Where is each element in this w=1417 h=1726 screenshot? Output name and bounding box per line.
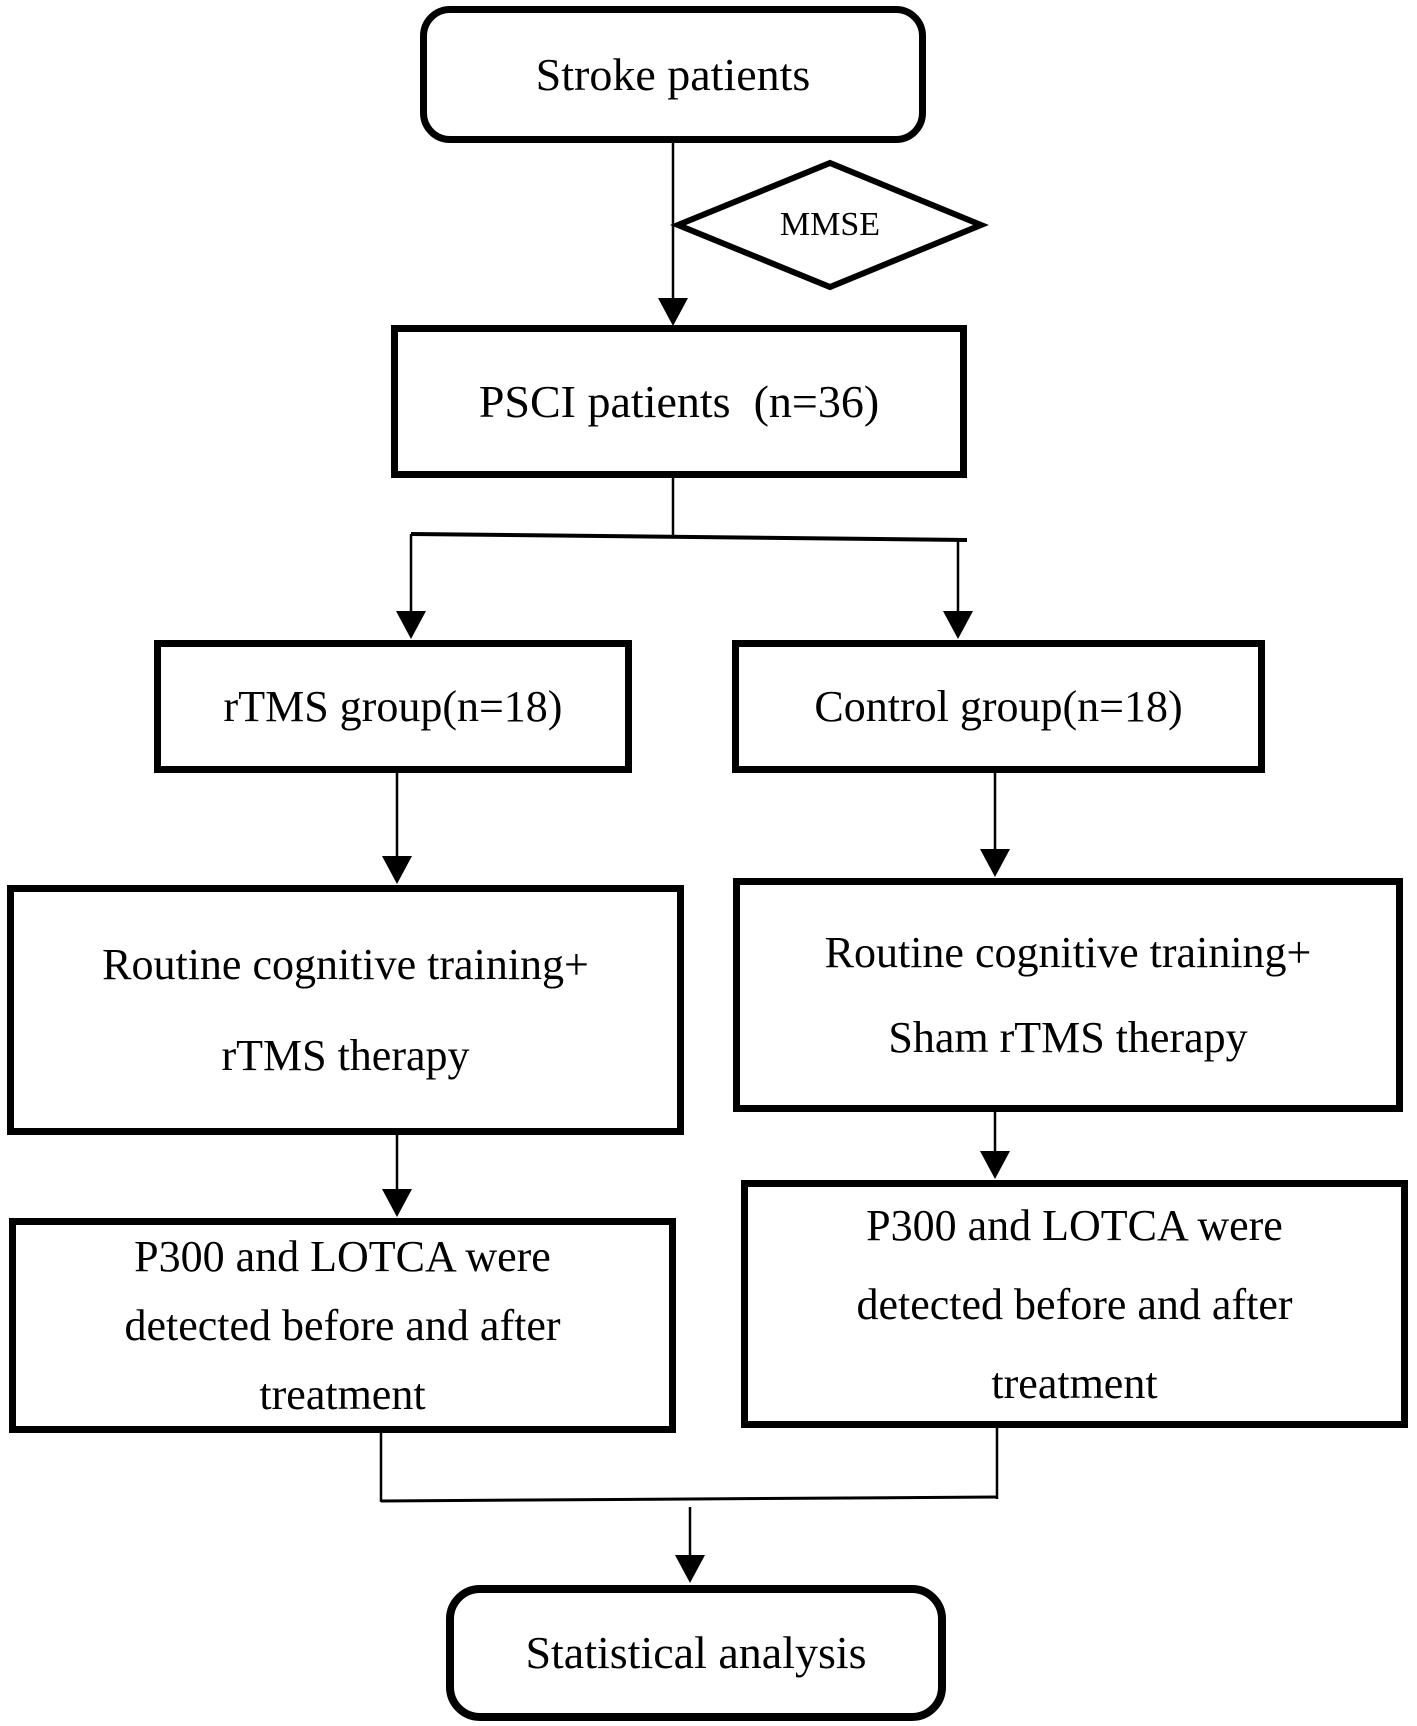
- node-control-outcome-line2: detected before and after: [856, 1279, 1293, 1329]
- node-stroke-patients-label: Stroke patients: [535, 48, 811, 100]
- node-control-group-label: Control group(n=18): [814, 682, 1183, 731]
- node-control-treatment-lines: Routine cognitive training+ Sham rTMS th…: [825, 925, 1312, 1065]
- node-control-treatment: Routine cognitive training+ Sham rTMS th…: [733, 878, 1403, 1112]
- arrow-rtms-group-to-treatment-head: [382, 856, 412, 884]
- node-rtms-outcome-line1: P300 and LOTCA were: [134, 1232, 551, 1281]
- connector-merge-bar: [380, 1495, 998, 1503]
- node-control-treatment-line1: Routine cognitive training+: [824, 928, 1312, 977]
- node-rtms-group: rTMS group(n=18): [154, 640, 632, 773]
- arrow-rtms-treatment-to-outcome-head: [382, 1189, 412, 1217]
- arrow-stroke-to-psci-head: [658, 298, 688, 326]
- node-control-group: Control group(n=18): [732, 640, 1265, 773]
- node-psci-patients-label: PSCI patients (n=36): [478, 375, 880, 427]
- arrow-split-to-control-head: [943, 611, 973, 639]
- node-stroke-patients: Stroke patients: [420, 6, 926, 143]
- node-statistical-analysis-label: Statistical analysis: [525, 1627, 867, 1679]
- arrow-split-to-rtms-head: [396, 611, 426, 639]
- arrow-control-treatment-to-outcome-head: [980, 1151, 1010, 1179]
- node-rtms-group-label: rTMS group(n=18): [223, 682, 563, 731]
- node-control-outcome-line3: treatment: [991, 1358, 1158, 1408]
- node-psci-patients: PSCI patients (n=36): [391, 325, 967, 478]
- node-control-outcome-line1: P300 and LOTCA were: [866, 1200, 1283, 1250]
- node-statistical-analysis: Statistical analysis: [446, 1585, 946, 1721]
- node-rtms-treatment-lines: Routine cognitive training+ rTMS therapy: [102, 937, 589, 1083]
- node-control-outcome-lines: P300 and LOTCA were detected before and …: [856, 1198, 1292, 1411]
- node-rtms-treatment: Routine cognitive training+ rTMS therapy: [7, 885, 684, 1135]
- arrow-control-group-to-treatment-head: [980, 849, 1010, 877]
- node-rtms-outcome-lines: P300 and LOTCA were detected before and …: [124, 1229, 560, 1422]
- node-control-outcome: P300 and LOTCA were detected before and …: [741, 1180, 1408, 1428]
- node-control-treatment-line2: Sham rTMS therapy: [888, 1013, 1248, 1062]
- node-rtms-treatment-line1: Routine cognitive training+: [102, 940, 589, 989]
- arrow-merge-to-statistical-head: [675, 1555, 705, 1583]
- node-rtms-treatment-line2: rTMS therapy: [221, 1031, 470, 1080]
- node-rtms-outcome: P300 and LOTCA were detected before and …: [9, 1218, 676, 1433]
- decision-mmse: MMSE: [730, 201, 930, 249]
- node-rtms-outcome-line3: treatment: [259, 1370, 426, 1419]
- node-rtms-outcome-line2: detected before and after: [124, 1301, 561, 1350]
- connector-split-bar: [410, 532, 968, 542]
- decision-mmse-label: MMSE: [779, 206, 881, 243]
